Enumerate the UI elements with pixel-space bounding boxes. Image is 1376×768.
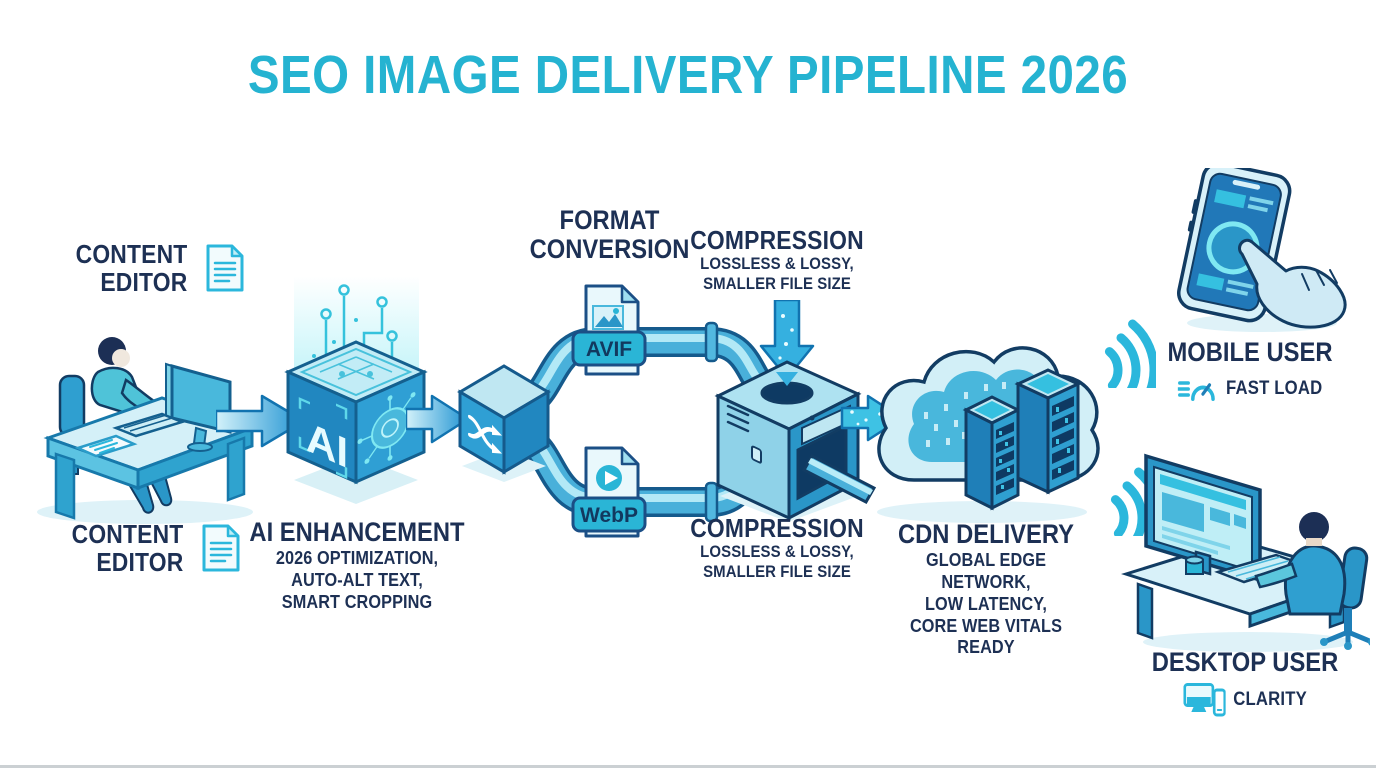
avif-badge: AVIF [586, 338, 632, 361]
webp-badge: WebP [580, 504, 638, 527]
cdn-delivery-detail: GLOBAL EDGE NETWORK, [925, 549, 1047, 592]
arrow-right-icon [216, 394, 306, 448]
ai-enhancement-label: AI ENHANCEMENT 2026 OPTIMIZATION, AUTO-A… [247, 517, 467, 613]
pointing-hand-icon [1238, 238, 1347, 329]
document-icon [202, 524, 240, 572]
page-title: SEO IMAGE DELIVERY PIPELINE 2026 [247, 45, 1129, 105]
format-conversion-label: FORMAT CONVERSION [524, 205, 696, 265]
arrow-right-icon [406, 394, 470, 444]
wifi-signal-icon [1104, 319, 1156, 388]
mobile-user-label: MOBILE USER FAST LOAD [1140, 337, 1360, 405]
cdn-delivery-label: CDN DELIVERY GLOBAL EDGE NETWORK, LOW LA… [880, 519, 1091, 658]
ai-enhancement-detail: AUTO-ALT TEXT, [291, 568, 423, 590]
cdn-delivery-title: CDN DELIVERY [897, 519, 1075, 549]
compression-bottom-label: COMPRESSION LOSSLESS & LOSSY, SMALLER FI… [690, 514, 863, 582]
ai-enhancement-detail: 2026 OPTIMIZATION, [275, 547, 439, 569]
compression-title: COMPRESSION [690, 513, 864, 543]
image-bottom-edge [0, 765, 1376, 768]
content-editor-line2: EDITOR [96, 547, 184, 578]
format-conversion-title2: CONVERSION [529, 234, 690, 265]
format-conversion-title1: FORMAT [559, 205, 660, 235]
desktop-user-label: DESKTOP USER CLARITY [1128, 647, 1362, 717]
desktop-person [1254, 512, 1370, 650]
desktop-user-title: DESKTOP USER [1151, 647, 1339, 677]
compression-detail: LOSSLESS & LOSSY, [700, 542, 854, 562]
content-editor-bottom-label: CONTENT EDITOR [64, 520, 241, 576]
mobile-user-title: MOBILE USER [1167, 337, 1333, 367]
compression-top-label: COMPRESSION LOSSLESS & LOSSY, SMALLER FI… [690, 226, 863, 294]
mobile-user-benefit: FAST LOAD [1226, 378, 1323, 400]
document-icon [206, 244, 244, 292]
content-editor-top-label: CONTENT EDITOR [68, 240, 245, 296]
compression-detail: SMALLER FILE SIZE [703, 274, 851, 294]
content-editor-line2: EDITOR [100, 267, 188, 298]
compression-title: COMPRESSION [690, 225, 864, 255]
compression-detail: SMALLER FILE SIZE [703, 562, 851, 582]
server-rack-icon [962, 395, 1022, 511]
cdn-cloud-illustration [877, 346, 1100, 523]
content-editor-line1: CONTENT [71, 519, 184, 549]
desktop-user-benefit: CLARITY [1233, 689, 1307, 711]
cdn-delivery-detail: LOW LATENCY, [925, 592, 1047, 614]
content-editor-illustration [37, 337, 257, 524]
compression-machine-illustration [714, 300, 900, 522]
ai-enhancement-title: AI ENHANCEMENT [249, 517, 465, 547]
speedometer-icon [1177, 381, 1215, 402]
avif-file-icon: AVIF [571, 284, 647, 376]
cdn-delivery-detail: CORE WEB VITALS READY [909, 614, 1063, 658]
compression-detail: LOSSLESS & LOSSY, [700, 254, 854, 274]
server-rack-icon [1014, 368, 1082, 495]
webp-file-icon: WebP [571, 446, 647, 538]
desktop-user-illustration [1121, 453, 1370, 652]
ai-enhancement-detail: SMART CROPPING [281, 590, 433, 612]
ai-cube-illustration: AI [284, 276, 428, 504]
content-editor-line1: CONTENT [75, 239, 188, 269]
mobile-user-illustration [1177, 168, 1347, 332]
monitor-phone-icon [1183, 683, 1226, 717]
